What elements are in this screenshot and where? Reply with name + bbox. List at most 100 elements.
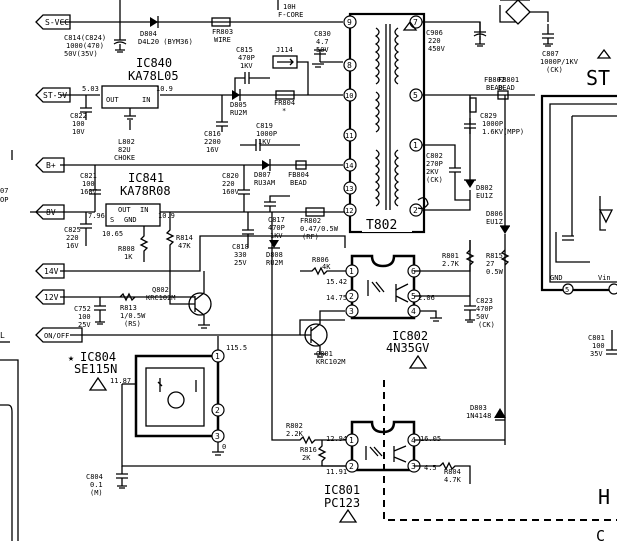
- t802-pin-12: 12: [345, 207, 353, 215]
- fr803-ref: FR803: [212, 28, 233, 36]
- c823-note: (CK): [478, 321, 495, 329]
- r815-value: 27: [486, 260, 494, 268]
- t802-pin-10: 10: [345, 92, 353, 100]
- c815-value: 470P: [238, 54, 255, 62]
- c825-capacitor: C825 220 16V: [64, 212, 92, 250]
- c819-voltage: 1KV: [258, 138, 271, 146]
- ic804-v-top: 115.5: [226, 344, 247, 352]
- connector-8v: 8V: [35, 204, 65, 220]
- c830-value: 4.7: [316, 38, 329, 46]
- fb801-ref: FB801: [498, 76, 519, 84]
- c752-value: 100: [78, 313, 91, 321]
- r813-resistor: R813 1/0.5W (RS): [119, 292, 146, 328]
- c801-value: 100: [592, 342, 605, 350]
- warning-triangle-icon: [408, 354, 428, 369]
- c815-capacitor: C815 470P 1KV: [234, 46, 270, 95]
- c807-value: 1000P/1KV: [540, 58, 579, 66]
- ic804-star: ★: [68, 353, 74, 364]
- t802-pin-13: 13: [345, 185, 353, 193]
- r806-value: 4K: [322, 263, 331, 271]
- r815-ref: R815: [486, 252, 503, 260]
- ic802-pin-5: 5: [411, 292, 416, 301]
- fr803-resistor: FR803 WIRE: [211, 17, 233, 44]
- d802-diode: D802 EU1Z: [464, 179, 493, 200]
- d808-ref: D808: [266, 251, 283, 259]
- c906-value: 220: [428, 37, 441, 45]
- c807-capacitor: C807 1000P/1KV (CK): [540, 24, 612, 74]
- c818-value: 330: [234, 251, 247, 259]
- connector-14v-label: 14V: [44, 267, 59, 276]
- r814-ref: R814: [176, 234, 193, 242]
- d805-diode: D805 RU2M: [230, 89, 247, 117]
- j114-jumper: J114: [272, 46, 309, 95]
- q801-ref: Q801: [316, 350, 333, 358]
- l802-ref: L802: [118, 138, 135, 146]
- connector-st5v: ST-5V: [35, 87, 71, 103]
- d806-diode: D806 EU1Z: [486, 95, 510, 445]
- c820-voltage: 160V: [222, 188, 240, 196]
- left-edge-fragments: 07 OP L: [0, 150, 19, 541]
- c819-capacitor: C819 1000P 1KV: [240, 122, 300, 151]
- c820-value: 220: [222, 180, 235, 188]
- ic801-pin-3: 3: [411, 462, 416, 471]
- d806-ref: D806: [486, 210, 503, 218]
- c825-ref: C825: [64, 226, 81, 234]
- d807-value: RU3AM: [254, 179, 275, 187]
- t802-pin-8: 8: [347, 61, 352, 70]
- c801-capacitor: C801 100 35V: [588, 330, 617, 358]
- fr802-value: 0.47/0.5W: [300, 225, 339, 233]
- c823-capacitor: C823 470P 50V (CK): [464, 296, 495, 329]
- c829-voltage: 1.6KV(MPP): [482, 128, 524, 136]
- fb801-value: BEAD: [498, 84, 515, 92]
- r816-value: 2K: [302, 454, 311, 462]
- c802-capacitor: C802 270P 2KV (CK): [426, 152, 470, 201]
- q801-transistor: Q801 KRC102M: [300, 310, 346, 366]
- l802-choke: L802 82U CHOKE: [114, 120, 135, 162]
- ic840-ref: IC840: [136, 56, 172, 70]
- ic804-regulator: ★ IC804 SE115N 11.87 1 2 3 115.5 0: [68, 336, 247, 456]
- warning-triangle-icon: [402, 20, 418, 31]
- t802-pin-7: 7: [413, 18, 418, 27]
- connector-svcc-label: S-VCC: [45, 18, 69, 27]
- c822-capacitor: C822 100 10V: [70, 95, 92, 136]
- c820-ref: C820: [222, 172, 239, 180]
- c816-voltage: 16V: [206, 146, 219, 154]
- ic804-v-bottom: 0: [222, 443, 226, 451]
- l802-value: 82U: [118, 146, 131, 154]
- c816-capacitor: C816 2200 16V: [204, 95, 228, 154]
- ic801-v4: 4.5: [424, 464, 437, 472]
- c801-voltage: 35V: [590, 350, 603, 358]
- d803-diode: D803 1N4148: [466, 404, 506, 421]
- ic841-v-s: 10.65: [102, 230, 123, 238]
- r814-value: 47K: [178, 242, 191, 250]
- ic841-pin-out: OUT: [118, 206, 131, 214]
- st-section-label: ST: [586, 66, 610, 90]
- r813-note: (RS): [124, 320, 141, 328]
- ic802-part: 4N35GV: [386, 341, 429, 355]
- c814-capacitor: C814(C824) 1000(470) 50V(35V): [64, 34, 127, 58]
- ic841-v-out: 7.96: [88, 212, 105, 220]
- d804-value: D4L20 (BYM36): [138, 38, 193, 46]
- c818-ref: C818: [232, 243, 249, 251]
- c815-voltage: 1KV: [240, 62, 253, 70]
- ic801-part: PC123: [324, 496, 360, 510]
- top-rails: [0, 21, 346, 343]
- ic801-v1: 12.94: [326, 435, 347, 443]
- c816-value: 2200: [204, 138, 221, 146]
- ic802-pin-1: 1: [349, 267, 354, 276]
- l-top-value: 10H: [283, 3, 296, 11]
- t802-pin-14: 14: [345, 162, 353, 170]
- fr802-note: (RF): [302, 233, 319, 241]
- d803-value: 1N4148: [466, 412, 491, 420]
- r816-ref: R816: [300, 446, 317, 454]
- q801-part: KRC102M: [316, 358, 346, 366]
- c752-voltage: 25V: [78, 321, 91, 329]
- ic802-optocoupler: 1 2 3 6 5 4 15.42 14.75 2.06 IC802 4N35G…: [326, 240, 471, 369]
- r808-ref: R808: [118, 245, 135, 253]
- j114-ref: J114: [276, 46, 293, 54]
- c817-capacitor: C817 470P 1KV: [264, 195, 290, 240]
- c804-capacitor: C804 0.1 (M): [86, 466, 128, 497]
- t802-pin-5: 5: [413, 91, 418, 100]
- ic804-pin-1: 1: [215, 352, 220, 361]
